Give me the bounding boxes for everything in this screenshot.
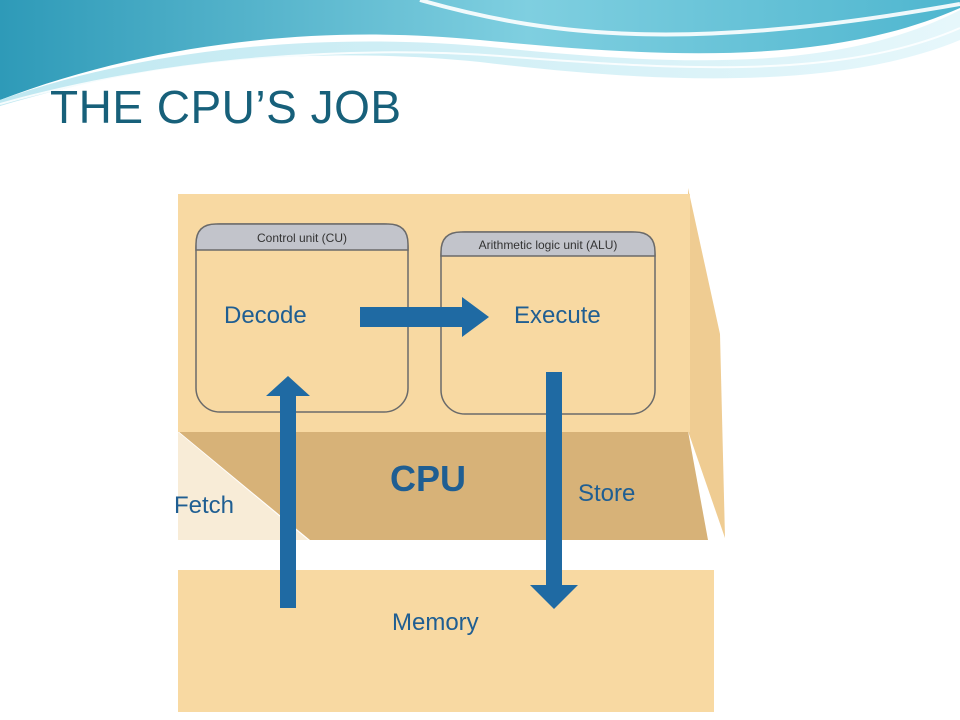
decode-to-execute-arrow — [360, 297, 489, 337]
memory-block — [178, 570, 714, 712]
alu-header — [440, 231, 656, 257]
store-label: Store — [578, 480, 636, 507]
fetch-arrow — [266, 376, 310, 608]
cpu-block-bottom — [178, 431, 708, 540]
cpu-label: CPU — [390, 458, 467, 499]
fetch-label: Fetch — [174, 492, 235, 519]
cpu-block-left-wedge — [178, 432, 308, 540]
header-wave-decoration — [0, 0, 960, 106]
decode-label: Decode — [224, 302, 307, 329]
control-unit-label: Control unit (CU) — [256, 231, 348, 245]
cpu-diagram-graphic — [178, 188, 725, 712]
control-unit-header — [195, 223, 409, 251]
store-arrow — [530, 372, 578, 609]
cpu-diagram: Control unit (CU) Arithmetic logic unit … — [160, 176, 730, 716]
cpu-block-side — [688, 188, 725, 538]
slide-title: THE CPU’S JOB — [50, 81, 402, 133]
execute-label: Execute — [514, 302, 601, 329]
memory-label: Memory — [392, 609, 479, 636]
alu-label: Arithmetic logic unit (ALU) — [478, 238, 618, 252]
